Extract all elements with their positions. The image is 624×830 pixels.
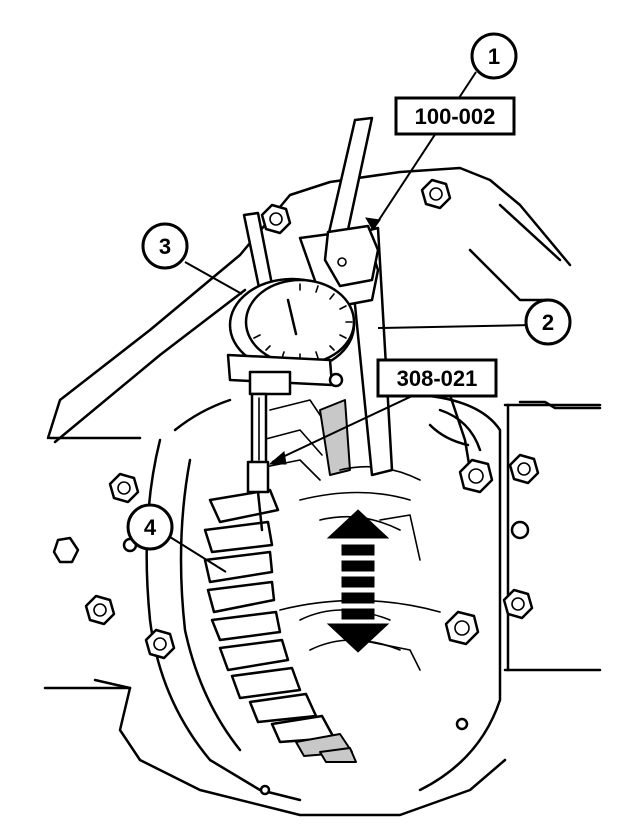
bolt-icon <box>259 784 271 796</box>
housing-bolts <box>52 178 540 796</box>
bolt-icon <box>260 203 292 235</box>
svg-text:4: 4 <box>144 515 157 540</box>
axle-housing <box>43 166 602 817</box>
svg-text:3: 3 <box>159 234 171 259</box>
callout-3: 3 <box>141 222 189 270</box>
bolt-icon <box>455 717 469 731</box>
ring-gear <box>203 399 441 763</box>
bolt-icon <box>420 178 452 210</box>
dial-needle <box>286 298 298 336</box>
svg-text:308-021: 308-021 <box>397 366 478 391</box>
svg-text:100-002: 100-002 <box>415 104 496 129</box>
callout-2: 2 <box>524 298 572 346</box>
bolt-icon <box>144 628 176 660</box>
dial-indicator <box>226 277 356 532</box>
bolt-icon <box>508 453 540 485</box>
tool-label-308-021: 308-021 <box>376 358 498 398</box>
bolt-icon <box>502 588 534 620</box>
bolt-icon <box>458 458 494 494</box>
bolt-icon <box>84 594 116 626</box>
svg-text:2: 2 <box>542 310 554 335</box>
bolt-icon <box>52 536 80 564</box>
bolt-icon <box>444 610 480 646</box>
callout-4: 4 <box>126 503 174 551</box>
bolt-icon <box>108 472 140 504</box>
tool-label-100-002: 100-002 <box>394 96 516 136</box>
bolt-icon <box>510 520 530 540</box>
svg-text:1: 1 <box>488 44 500 69</box>
backlash-motion-arrow <box>326 509 390 653</box>
callout-1: 1 <box>470 32 518 80</box>
